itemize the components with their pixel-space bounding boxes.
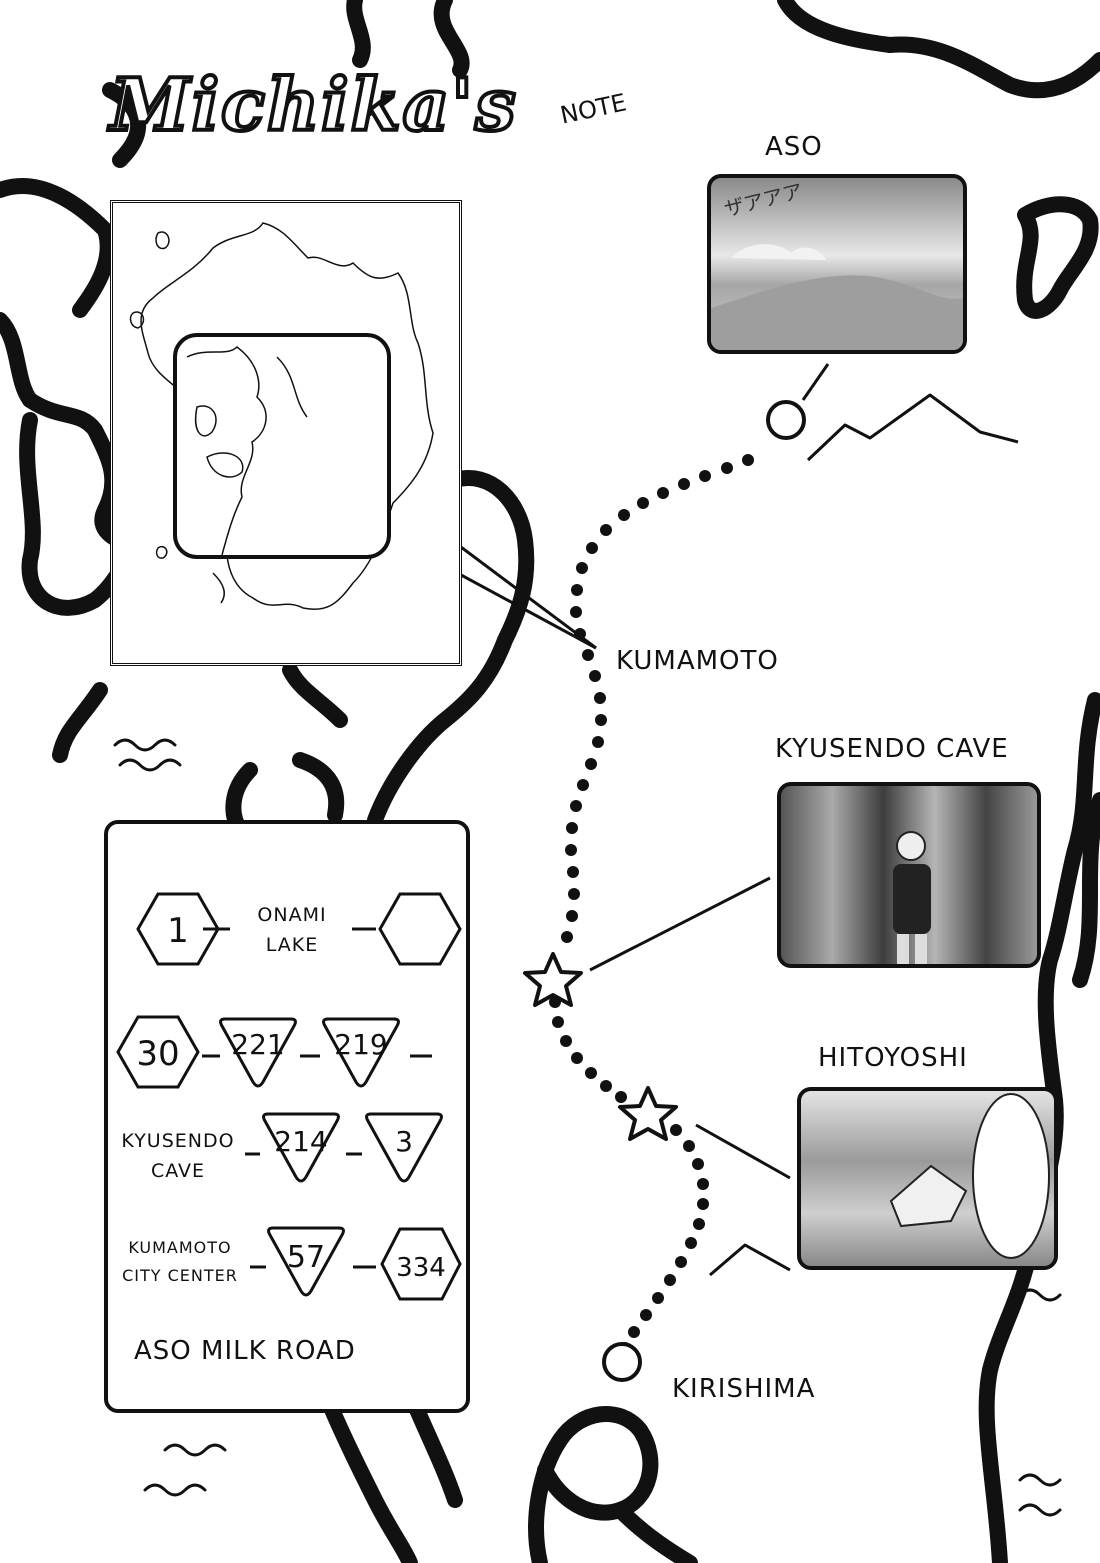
route-number: 57 — [287, 1240, 325, 1275]
coastline-top-left — [346, 0, 371, 68]
river-rock-icon — [889, 1093, 1050, 1259]
place-label-kyusendo: KYUSENDO CAVE — [775, 734, 1009, 764]
kirishima-marker — [602, 1342, 642, 1382]
mountain-sketch — [806, 393, 1019, 462]
route-footer-aso-milk-road: ASO MILK ROAD — [134, 1336, 356, 1366]
place-label-hitoyoshi: HITOYOSHI — [818, 1043, 968, 1073]
route-directions-card: 1 30 221 219 214 3 57 334 ONAMI LAKE KYU… — [104, 820, 470, 1413]
hexagon-shield-icon — [116, 1015, 200, 1089]
hitoyoshi-photo — [797, 1087, 1058, 1270]
route-number: 30 — [136, 1034, 179, 1074]
aso-landscape-icon — [711, 244, 963, 350]
kyushu-outline-icon — [129, 222, 434, 610]
aso-marker — [766, 400, 806, 440]
route-number: 219 — [334, 1028, 387, 1061]
hexagon-shield-icon — [380, 1227, 462, 1301]
triangle-shield-icon — [365, 1112, 443, 1183]
route-number: 334 — [396, 1253, 446, 1283]
kumamoto-zoom-frame — [173, 333, 391, 559]
aso-photo: ザアアア — [707, 174, 967, 354]
route-number: 214 — [274, 1125, 327, 1158]
triangle-shield-icon — [219, 1017, 297, 1088]
route-number: 1 — [167, 911, 189, 951]
hitoyoshi-star-icon — [618, 1086, 678, 1141]
kyusendo-photo — [777, 782, 1041, 968]
place-label-kirishima: KIRISHIMA — [672, 1374, 816, 1404]
kyusendo-star-icon — [523, 952, 583, 1007]
triangle-shield-icon — [262, 1112, 340, 1183]
kumamoto-detail-icon — [186, 346, 308, 556]
route-label-onami-lake: ONAMI LAKE — [257, 904, 327, 956]
kyushu-inset-map — [110, 200, 462, 666]
route-label-kumamoto-city-center: KUMAMOTO CITY CENTER — [122, 1238, 238, 1285]
route-number: 221 — [231, 1028, 284, 1061]
place-label-aso: ASO — [765, 132, 823, 162]
hexagon-shield-icon — [378, 892, 462, 966]
place-label-kumamoto: KUMAMOTO — [616, 646, 779, 676]
triangle-shield-icon — [322, 1017, 400, 1088]
note-title: Michika's — [108, 60, 518, 149]
route-shields: 1 30 221 219 214 3 57 334 — [116, 892, 462, 1301]
route-number: 3 — [395, 1125, 413, 1158]
backpack-traveler-icon — [893, 831, 931, 964]
triangle-shield-icon — [267, 1226, 345, 1297]
route-label-kyusendo-cave: KYUSENDO CAVE — [121, 1130, 235, 1182]
